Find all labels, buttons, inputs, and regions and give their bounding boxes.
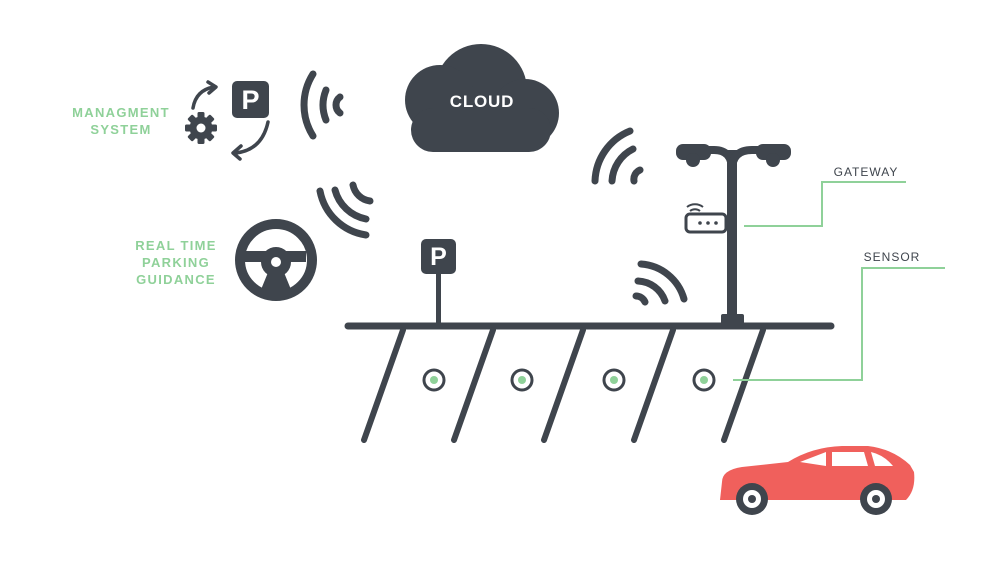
parking-sign-icon: P: [232, 81, 269, 118]
management-system-group: MANAGMENT SYSTEM P: [72, 70, 344, 161]
cloud-label: CLOUD: [450, 92, 514, 111]
management-label-line1: MANAGMENT: [72, 105, 170, 120]
router-icon: [684, 203, 728, 234]
sensor-icon: [602, 368, 626, 392]
refresh-arrow-icon: [191, 80, 270, 161]
cloud-icon: [405, 44, 559, 152]
guidance-label-line2: PARKING: [142, 255, 210, 270]
sensor-icon: [510, 368, 534, 392]
management-sign-letter: P: [241, 85, 259, 115]
wifi-signal-icon: [300, 70, 344, 140]
sensor-icon: [422, 368, 446, 392]
wifi-signal-icon: [316, 181, 374, 239]
wifi-signal-icon: [632, 260, 688, 306]
parking-lot: [344, 322, 835, 443]
sensor-label: SENSOR: [864, 250, 921, 264]
guidance-group: REAL TIME PARKING GUIDANCE: [135, 181, 374, 301]
management-label-line2: SYSTEM: [90, 122, 151, 137]
parking-sign-post: P: [421, 239, 456, 325]
parking-sign-letter: P: [430, 243, 447, 271]
gateway-label: GATEWAY: [834, 165, 899, 179]
gear-icon: [185, 112, 217, 144]
steering-wheel-icon: [235, 219, 317, 301]
gateway-connector: [744, 181, 906, 227]
guidance-label-line3: GUIDANCE: [136, 272, 216, 287]
guidance-label-line1: REAL TIME: [135, 238, 217, 253]
sensor-icon: [692, 368, 716, 392]
street-lamp: [676, 144, 791, 326]
wifi-signal-icon: [591, 127, 644, 185]
sensor-connector: [733, 267, 945, 381]
car-icon: [720, 446, 915, 515]
